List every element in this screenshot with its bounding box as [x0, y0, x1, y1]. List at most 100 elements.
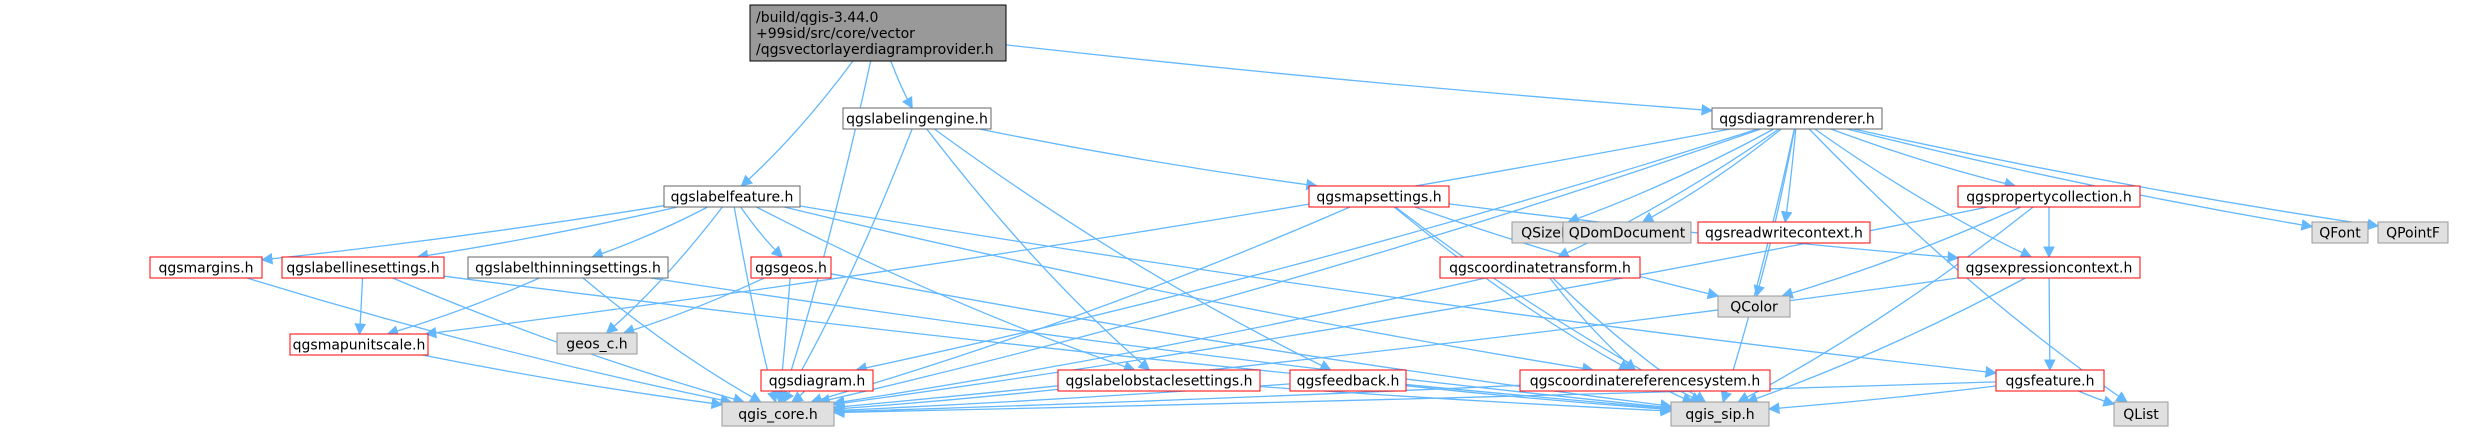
node-qgis_sip: qgis_sip.h [1670, 401, 1770, 427]
dependency-edges [246, 44, 2380, 419]
node-box [1697, 221, 1871, 244]
node-label: qgslabellinesettings.h [286, 261, 439, 277]
node-feature[interactable]: qgsfeature.h [1995, 369, 2105, 392]
node-box [1439, 256, 1641, 279]
edge-root-to-labelingengine [890, 60, 913, 110]
node-diagramrenderer[interactable]: qgsdiagramrenderer.h [1711, 107, 1883, 130]
edge-labelfeature-to-geos [740, 206, 784, 258]
node-label: qgis_core.h [738, 407, 818, 423]
node-box [2311, 221, 2369, 244]
edge-coordinatetransform-to-coordinatereferencesystem [1549, 277, 1637, 371]
node-label: /build/qgis-3.44.0 [756, 10, 878, 26]
edge-diagramrenderer-to-readwritecontext [1780, 128, 1797, 224]
node-box [467, 256, 669, 279]
node-box [1711, 107, 1883, 130]
node-label: qgsfeature.h [2006, 374, 2095, 390]
edge-geos-to-geos_c [622, 277, 765, 336]
node-box [1289, 369, 1407, 392]
node-label: qgslabelfeature.h [671, 190, 794, 206]
node-label: qgsfeedback.h [1297, 374, 1400, 390]
edge-margins-to-qgis_core [246, 277, 733, 406]
node-margins[interactable]: qgsmargins.h [149, 256, 263, 279]
edge-labelfeature-to-labellinesettings [416, 206, 678, 262]
node-label: qgslabelobstaclesettings.h [1065, 374, 1252, 390]
node-box [842, 107, 992, 130]
edge-coordinatetransform-to-qgis_core [832, 277, 1486, 408]
edge-diagramrenderer-to-domdocument [1641, 128, 1782, 223]
edge-feature-to-qgis_core [832, 381, 1997, 419]
edge-mapsettings-to-coordinatereferencesystem [1393, 206, 1631, 371]
node-domdocument: QDomDocument [1562, 221, 1692, 244]
node-label: qgslabelthinningsettings.h [475, 261, 661, 277]
node-label: qgslabelingengine.h [846, 112, 988, 128]
node-mapunitscale[interactable]: qgsmapunitscale.h [289, 333, 429, 356]
edge-mapunitscale-to-qgis_core [422, 354, 724, 410]
node-propertycollection[interactable]: qgspropertycollection.h [1957, 185, 2141, 208]
edge-labelingengine-to-feedback [933, 128, 1332, 371]
node-box [1308, 185, 1450, 208]
node-box [1995, 369, 2105, 392]
node-coordinatetransform[interactable]: qgscoordinatetransform.h [1439, 256, 1641, 279]
node-box [149, 256, 263, 279]
node-label: qgsdiagram.h [769, 374, 866, 390]
node-pointf: QPointF [2377, 221, 2449, 244]
node-label: qgsdiagramrenderer.h [1719, 112, 1875, 128]
edge-labellinesettings-to-qgis_sip [443, 275, 1673, 414]
node-readwritecontext[interactable]: qgsreadwritecontext.h [1697, 221, 1871, 244]
edge-diagramrenderer-to-propertycollection [1830, 128, 2017, 190]
node-label: qgsgeos.h [755, 261, 827, 277]
edge-feature-to-qgis_sip [1767, 385, 1997, 414]
node-feedback[interactable]: qgsfeedback.h [1289, 369, 1407, 392]
node-qgis_core: qgis_core.h [721, 401, 835, 427]
node-label: +99sid/src/core/vector [756, 26, 915, 42]
file-nodes: /build/qgis-3.44.0+99sid/src/core/vector… [149, 4, 2449, 427]
node-label: QDomDocument [1569, 226, 1686, 242]
node-labelthinningsettings[interactable]: qgslabelthinningsettings.h [467, 256, 669, 279]
edge-expressioncontext-to-qgis_core [832, 277, 1959, 413]
node-labellinesettings[interactable]: qgslabellinesettings.h [281, 256, 445, 279]
edge-propertycollection-to-color [1781, 206, 2022, 299]
node-box [663, 185, 801, 208]
node-root[interactable]: /build/qgis-3.44.0+99sid/src/core/vector… [749, 4, 1007, 62]
edge-mapsettings-to-qgis_core [810, 206, 1351, 405]
node-coordinatereferencesystem[interactable]: qgscoordinatereferencesystem.h [1519, 369, 1771, 392]
edge-labelfeature-to-labelthinningsettings [591, 206, 708, 260]
node-labelfeature[interactable]: qgslabelfeature.h [663, 185, 801, 208]
node-font: QFont [2311, 221, 2369, 244]
node-box [2377, 221, 2449, 244]
node-box [721, 401, 835, 427]
node-label: qgsmapunitscale.h [293, 338, 426, 354]
node-label: geos_c.h [566, 337, 627, 353]
node-label: QPointF [2386, 226, 2440, 242]
edge-diagramrenderer-to-coordinatetransform [1557, 128, 1780, 258]
edge-diagramrenderer-to-qgis_sip [1720, 128, 1795, 404]
node-qlist: QList [2113, 401, 2169, 427]
node-box [750, 256, 832, 279]
node-label: QSizeF [1521, 226, 1569, 242]
node-box [1670, 401, 1770, 427]
node-box [1957, 185, 2141, 208]
node-label: qgsexpressioncontext.h [1966, 261, 2133, 277]
node-box [2113, 401, 2169, 427]
edge-expressioncontext-to-feature [2043, 277, 2056, 372]
node-label: qgspropertycollection.h [1966, 190, 2132, 206]
edge-labelthinningsettings-to-mapunitscale [386, 277, 540, 337]
node-diagram[interactable]: qgsdiagram.h [760, 369, 874, 392]
node-labelingengine[interactable]: qgslabelingengine.h [842, 107, 992, 130]
node-label: QFont [2319, 226, 2361, 242]
edge-labelfeature-to-coordinatereferencesystem [783, 206, 1595, 375]
node-mapsettings[interactable]: qgsmapsettings.h [1308, 185, 1450, 208]
node-labelobstaclesettings[interactable]: qgslabelobstaclesettings.h [1057, 369, 1261, 392]
node-box [1519, 369, 1771, 392]
node-box [1057, 369, 1261, 392]
node-geos[interactable]: qgsgeos.h [750, 256, 832, 279]
edge-diagramrenderer-to-expressioncontext [1814, 128, 2033, 258]
edge-diagram-to-qgis_core [791, 390, 806, 403]
edge-diagramrenderer-to-font [1846, 128, 2314, 231]
node-label: qgsreadwritecontext.h [1705, 226, 1863, 242]
node-box [749, 4, 1007, 62]
edge-coordinatereferencesystem-to-qgis_core [832, 384, 1521, 418]
node-box [281, 256, 445, 279]
node-expressioncontext[interactable]: qgsexpressioncontext.h [1957, 256, 2141, 279]
